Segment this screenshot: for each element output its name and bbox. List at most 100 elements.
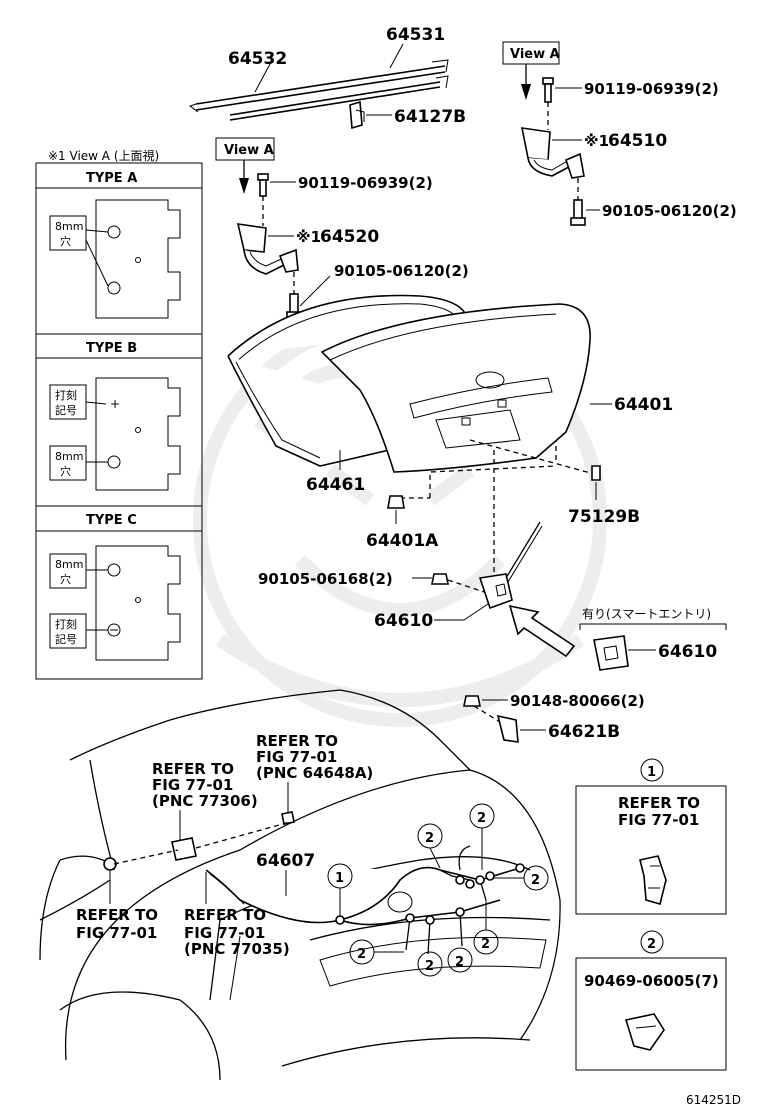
refer-77306-l1: REFER TO	[152, 760, 234, 778]
callout-2-a: 2	[417, 823, 443, 869]
wire-harness-64607[interactable]	[205, 845, 525, 955]
type-a-mark-1a: 8mm	[55, 220, 83, 233]
label-64401a: 64401A	[366, 531, 439, 551]
label-90148: 90148-80066(2)	[510, 692, 645, 710]
label-64461: 64461	[306, 475, 365, 495]
view-panel	[35, 162, 203, 680]
view-panel-title: ※1 View A (上面視)	[48, 148, 159, 163]
view-a-mid: View A	[224, 143, 274, 158]
label-75129b: 75129B	[568, 507, 640, 527]
legend-1-line2: FIG 77-01	[618, 811, 699, 829]
type-b-mark-2a: 8mm	[55, 450, 83, 463]
callout-2-f: 2	[447, 947, 473, 973]
svg-text:2: 2	[425, 831, 434, 846]
legend-1-line1: REFER TO	[618, 794, 700, 812]
trunk-lid-64401[interactable]	[320, 303, 591, 473]
bolt-90119-right[interactable]	[542, 77, 554, 103]
label-64127b: 64127B	[394, 107, 466, 127]
type-a-plate	[49, 199, 181, 319]
lock-64610[interactable]	[478, 521, 543, 610]
lock-64610-smart-entry[interactable]	[593, 635, 629, 671]
bolt-90105-right[interactable]	[570, 199, 586, 226]
svg-text:2: 2	[425, 959, 434, 974]
torsion-bars[interactable]	[188, 59, 449, 121]
legend-1: 1 REFER TO FIG 77-01	[575, 758, 727, 915]
label-90105-mid: 90105-06120(2)	[334, 262, 469, 280]
svg-text:+: +	[110, 397, 120, 411]
label-64610: 64610	[374, 611, 433, 631]
refer-77035-l3: (PNC 77035)	[184, 940, 290, 958]
legend-2: 2 90469-06005(7)	[575, 930, 727, 1071]
arrow-down-icon	[521, 84, 531, 100]
refer-left-l2: FIG 77-01	[76, 924, 157, 942]
type-b-title: TYPE B	[86, 341, 137, 356]
label-90105-right: 90105-06120(2)	[602, 202, 737, 220]
bolt-90105-06168[interactable]	[431, 573, 449, 585]
clip-64127b[interactable]	[349, 100, 365, 130]
refer-77035-l1: REFER TO	[184, 906, 266, 924]
callout-1-harness: 1	[327, 863, 353, 916]
svg-text:1: 1	[335, 871, 344, 886]
type-c-mark-2a: 打刻	[55, 617, 77, 631]
type-c-plate	[49, 545, 181, 661]
arrow-down-icon	[239, 178, 249, 194]
svg-text:2: 2	[531, 873, 540, 888]
label-90105-06168: 90105-06168(2)	[258, 570, 393, 588]
svg-text:2: 2	[481, 937, 490, 952]
svg-text:2: 2	[455, 955, 464, 970]
callout-2-d: 2	[349, 939, 404, 965]
label-64532: 64532	[228, 49, 287, 69]
type-c-mark-1b: 穴	[60, 572, 71, 586]
type-a-mark-1b: 穴	[60, 234, 71, 248]
clip-90148[interactable]	[463, 695, 481, 707]
label-64401: 64401	[614, 395, 673, 415]
legend-2-number: 2	[647, 937, 656, 952]
view-a-top: View A	[510, 47, 560, 62]
hinge-64520[interactable]	[236, 223, 299, 275]
ref-mark-mid: ※1	[296, 228, 321, 246]
callout-2-g: 2	[473, 900, 499, 955]
view-a-box-top	[502, 41, 560, 65]
callout-2-b: 2	[469, 803, 495, 870]
refer-77035-l2: FIG 77-01	[184, 924, 265, 942]
stopper-75129b[interactable]	[591, 465, 601, 481]
type-b-plate: +	[49, 377, 181, 491]
bolt-90119-mid[interactable]	[257, 173, 269, 197]
refer-77306-l2: FIG 77-01	[152, 776, 233, 794]
label-64621b: 64621B	[548, 722, 620, 742]
vehicle-rear-outline	[39, 689, 561, 1081]
callout-2-c: 2	[494, 865, 549, 891]
label-64531: 64531	[386, 25, 445, 45]
footer-code: 614251D	[686, 1093, 741, 1107]
type-b-mark-1b: 記号	[55, 403, 77, 417]
connector-64648a[interactable]	[281, 811, 295, 825]
bumper-64401a[interactable]	[387, 495, 405, 509]
view-a-box-mid	[215, 137, 275, 161]
label-64510: 64510	[608, 131, 667, 151]
clamp-64621b[interactable]	[496, 714, 519, 743]
type-c-mark-2b: 記号	[55, 632, 77, 646]
label-64610-smart: 64610	[658, 642, 717, 662]
refer-64648a-l3: (PNC 64648A)	[256, 764, 373, 782]
type-c-mark-1a: 8mm	[55, 558, 83, 571]
label-64607: 64607	[256, 851, 315, 871]
callout-2-e: 2	[417, 951, 443, 977]
direction-arrow-icon	[508, 604, 576, 658]
svg-text:2: 2	[357, 947, 366, 962]
refer-64648a-l2: FIG 77-01	[256, 748, 337, 766]
smart-entry-note: 有り(スマートエントリ)	[582, 607, 711, 621]
connector-77306[interactable]	[171, 837, 197, 861]
type-a-title: TYPE A	[86, 171, 137, 186]
type-b-mark-2b: 穴	[60, 464, 71, 478]
type-c-title: TYPE C	[86, 513, 137, 528]
refer-64648a-l1: REFER TO	[256, 732, 338, 750]
label-90119-right: 90119-06939(2)	[584, 80, 719, 98]
refer-left-l1: REFER TO	[76, 906, 158, 924]
refer-77306-l3: (PNC 77306)	[152, 792, 258, 810]
hinge-64510[interactable]	[520, 127, 585, 179]
type-b-mark-1a: 打刻	[55, 388, 77, 402]
label-90119-mid: 90119-06939(2)	[298, 174, 433, 192]
legend-1-number: 1	[647, 765, 656, 780]
